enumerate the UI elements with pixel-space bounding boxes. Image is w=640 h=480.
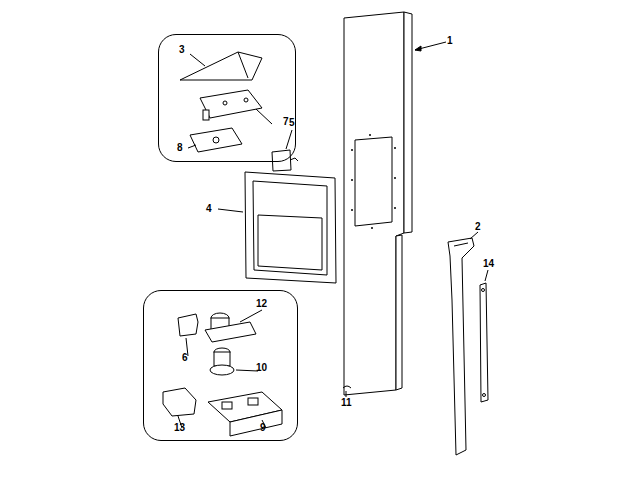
callout-number: 12: [256, 299, 267, 309]
callout-number: 11: [341, 398, 352, 408]
callout-number: 9: [260, 423, 266, 433]
callout-number: 4: [206, 204, 212, 214]
callout-number: 3: [179, 45, 185, 55]
callout-number: 1: [447, 36, 453, 46]
callout-number: 13: [174, 423, 185, 433]
callout-number: 5: [289, 118, 295, 128]
callout-number: 7: [283, 117, 289, 127]
callout-number: 6: [182, 353, 188, 363]
callout-number: 10: [256, 363, 267, 373]
callout-number: 14: [483, 259, 494, 269]
callout-number: 2: [475, 222, 481, 232]
callout-number: 8: [177, 143, 183, 153]
parts-group: 3 7 8: [158, 34, 296, 162]
parts-group: 12 6 10 13 9: [143, 290, 298, 441]
